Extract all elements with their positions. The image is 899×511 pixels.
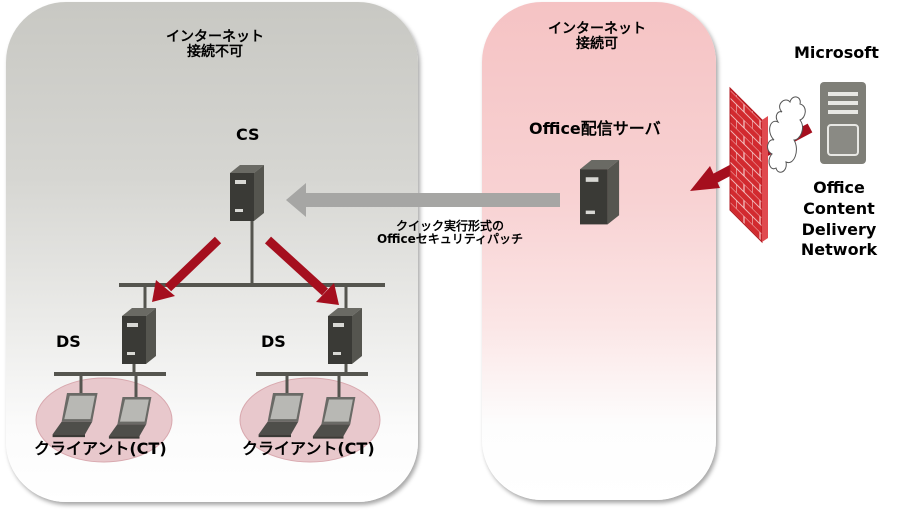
- online-zone: [482, 2, 716, 500]
- clients-right-label: クライアント(CT): [242, 439, 375, 458]
- lan-right: [256, 364, 368, 397]
- office-server-icon: [580, 160, 620, 225]
- microsoft-cdn-server-icon: [820, 82, 866, 164]
- lan-left: [54, 364, 166, 397]
- offline-zone-title-line1: インターネット: [166, 29, 264, 45]
- offline-zone-title-line2: 接続不可: [187, 44, 243, 61]
- transfer-label-line1: クイック実行形式の: [395, 219, 504, 233]
- transfer-label-line2: Officeセキュリティパッチ: [376, 232, 524, 247]
- cdn-label: Office Content Delivery Network: [786, 178, 892, 261]
- office-server-label: Office配信サーバ: [529, 119, 661, 138]
- arrow-cs-to-ds-left: [152, 236, 222, 302]
- cdn-label-line2: Content: [803, 198, 875, 218]
- clients-left-label: クライアント(CT): [34, 439, 167, 458]
- arrow-cs-to-ds-right: [264, 236, 339, 305]
- ds-left-server-icon: [122, 308, 156, 364]
- cs-label: CS: [236, 125, 260, 144]
- cdn-label-line4: Network: [800, 240, 878, 260]
- online-zone-title: インターネット 接続可: [542, 21, 652, 53]
- offline-zone-title: インターネット 接続不可: [160, 29, 270, 61]
- cloud-icon: [767, 96, 806, 173]
- online-zone-title-line1: インターネット: [548, 21, 646, 37]
- cdn-label-line3: Delivery: [801, 219, 877, 239]
- ds-left-label: DS: [56, 332, 81, 351]
- transfer-label: クイック実行形式の Officeセキュリティパッチ: [362, 219, 538, 247]
- cs-server-icon: [230, 165, 264, 221]
- cdn-label-line1: Office: [813, 178, 865, 197]
- ds-right-server-icon: [328, 308, 362, 364]
- lan-backbone: [119, 221, 385, 310]
- transfer-arrow: [286, 183, 560, 217]
- online-zone-title-line2: 接続可: [576, 36, 618, 53]
- microsoft-label: Microsoft: [794, 43, 879, 62]
- ds-right-label: DS: [261, 332, 286, 351]
- firewall-icon: [729, 86, 768, 244]
